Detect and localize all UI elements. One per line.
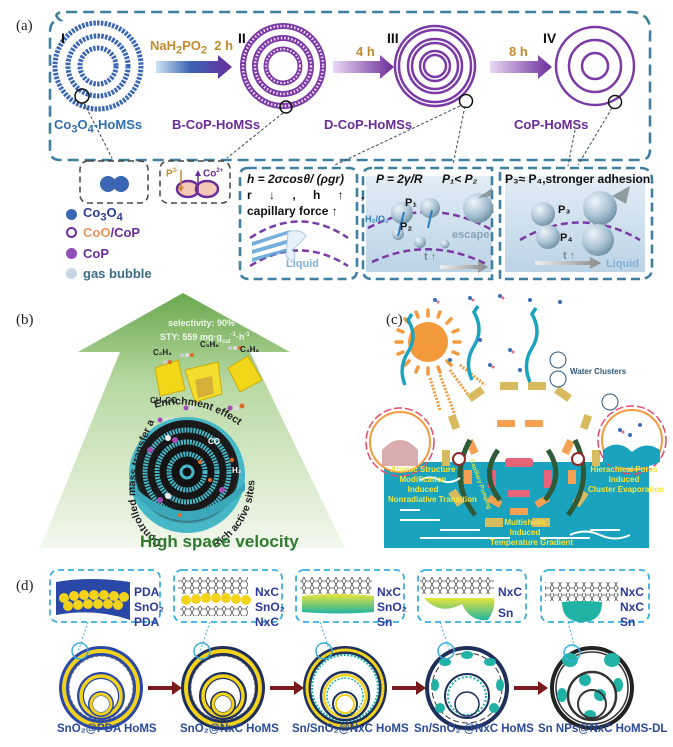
high-space-velocity: High space velocity xyxy=(140,532,299,551)
legend-co3o4: Co3O4 xyxy=(66,205,123,224)
arrow-1-reagent: NaH2PO2 2 h xyxy=(150,38,234,57)
caption-sno2-pda: SnO₂@PDA HoMS xyxy=(57,723,157,735)
sty-text: STY: 559 mg·gcat-1·h-1 xyxy=(160,332,250,345)
arrow-2 xyxy=(333,55,394,79)
sphere-1 xyxy=(59,642,143,730)
selectivity-text: selectivity: 90% xyxy=(168,318,236,328)
stage-iv-numeral: IV xyxy=(543,30,557,46)
stage-iii-name: D-CoP-HoMSs xyxy=(324,117,413,132)
panel-label-d: (d) xyxy=(16,578,34,594)
sphere-5 xyxy=(550,644,634,730)
stage-iii-numeral: III xyxy=(387,30,399,46)
adhesion-p4: P₄ xyxy=(560,232,573,244)
stage-ii-name: B-CoP-HoMSs xyxy=(172,117,261,132)
adhesion-liquid-label: Liquid xyxy=(606,258,639,270)
capillary-formula: h = 2σcosθ/ (ρgr) xyxy=(247,172,344,186)
multishell-sphere xyxy=(129,417,245,533)
sphere-2 xyxy=(181,642,265,730)
panel-label-a: (a) xyxy=(16,18,33,34)
legend-gas-bubble: gas bubble xyxy=(66,266,152,281)
panel-c-graphic: Water Clusters Capillary Pumping xyxy=(365,294,667,548)
box-pressure xyxy=(361,166,494,281)
box-adhesion xyxy=(498,166,654,281)
panel-label-b: (b) xyxy=(16,312,34,328)
adhesion-p3: P₃ xyxy=(558,204,571,216)
stage-i-numeral: I xyxy=(61,30,65,46)
pressure-gas: H₂/O₂ xyxy=(365,214,389,224)
pressure-p1: P₁ xyxy=(405,197,417,209)
inset-boxes xyxy=(49,569,650,623)
adhesion-t: t ↑ xyxy=(563,250,576,262)
molecule-c3h6: C₃H₆ xyxy=(200,340,219,349)
inset-coo-cop xyxy=(159,160,231,204)
molecule-h2: H₂ xyxy=(232,466,242,475)
adhesion-title: P₃≈ P₄,stronger adhesion xyxy=(505,172,651,186)
stage-iii-sphere xyxy=(393,24,477,109)
bubble-dot-icon xyxy=(66,268,77,279)
cop-dot-icon xyxy=(66,248,77,259)
legend-cop: CoP xyxy=(66,246,109,261)
stage-ii-sphere xyxy=(240,23,326,114)
capillary-liquid-label: Liquid xyxy=(286,258,319,270)
ring-icon xyxy=(66,227,77,238)
panel-d-graphic xyxy=(49,569,650,730)
sun-icon xyxy=(394,308,462,376)
inset-co3o4 xyxy=(79,160,149,204)
stage-iv-name: CoP-HoMSs xyxy=(514,117,589,132)
sphere-3 xyxy=(303,642,387,730)
caption-sno2-nxc: SnO₂@NxC HoMS xyxy=(180,723,279,735)
stage-i-name: Co3O4-HoMSs xyxy=(54,117,143,136)
pressure-relation: P₁< P₂ xyxy=(442,172,478,186)
legend-coo-cop: CoO/CoP xyxy=(66,225,140,240)
water-clusters-label: Water Clusters xyxy=(570,367,627,376)
arrow-3 xyxy=(490,55,552,79)
pressure-p2: P₂ xyxy=(400,221,413,233)
caption-sn-nps-nxc: Sn NPs@NxC HoMS-DL xyxy=(538,723,668,735)
panel-a-graphic xyxy=(48,10,654,281)
pressure-t: t ↑ xyxy=(424,251,437,263)
capillary-line3: capillary force ↑ xyxy=(247,204,338,218)
ion-co: Co2+ xyxy=(203,168,224,180)
pressure-formula: P = 2γ/R xyxy=(376,172,423,186)
ocean xyxy=(384,462,649,548)
arrow-1 xyxy=(156,55,232,79)
capillary-line2: r ↓ , h ↑ , xyxy=(247,188,365,202)
stage-i-sphere xyxy=(52,20,144,112)
molecule-ch3co: CH₃CO xyxy=(150,396,178,405)
sphere-4 xyxy=(425,642,509,730)
arrow-3-time: 8 h xyxy=(509,44,528,59)
pressure-escape: escape xyxy=(452,229,490,241)
panel-b-graphic: Enrichment effect Controlled mass transf… xyxy=(0,290,345,551)
caption-sn-sno2-nxc-2: Sn/SnO₂ @NxC HoMS xyxy=(414,723,534,735)
molecule-c4h8: C₄H₈ xyxy=(240,345,260,354)
stage-iv-sphere xyxy=(554,25,636,110)
panel-a-frame xyxy=(48,10,652,162)
catalyst-cubes xyxy=(154,355,263,403)
molecule-c2h4: C₂H₄ xyxy=(153,348,172,357)
panel-label-c: (c) xyxy=(386,312,403,328)
arrow-2-time: 4 h xyxy=(356,44,375,59)
stage-ii-numeral: II xyxy=(238,30,246,46)
molecule-co: CO xyxy=(208,437,220,446)
caption-sn-sno2-nxc: Sn/SnO₂@NxC HoMS xyxy=(292,723,409,735)
ion-p: P3- xyxy=(166,168,179,180)
co3o4-dot-icon xyxy=(66,208,77,220)
shell-segments xyxy=(442,382,600,527)
